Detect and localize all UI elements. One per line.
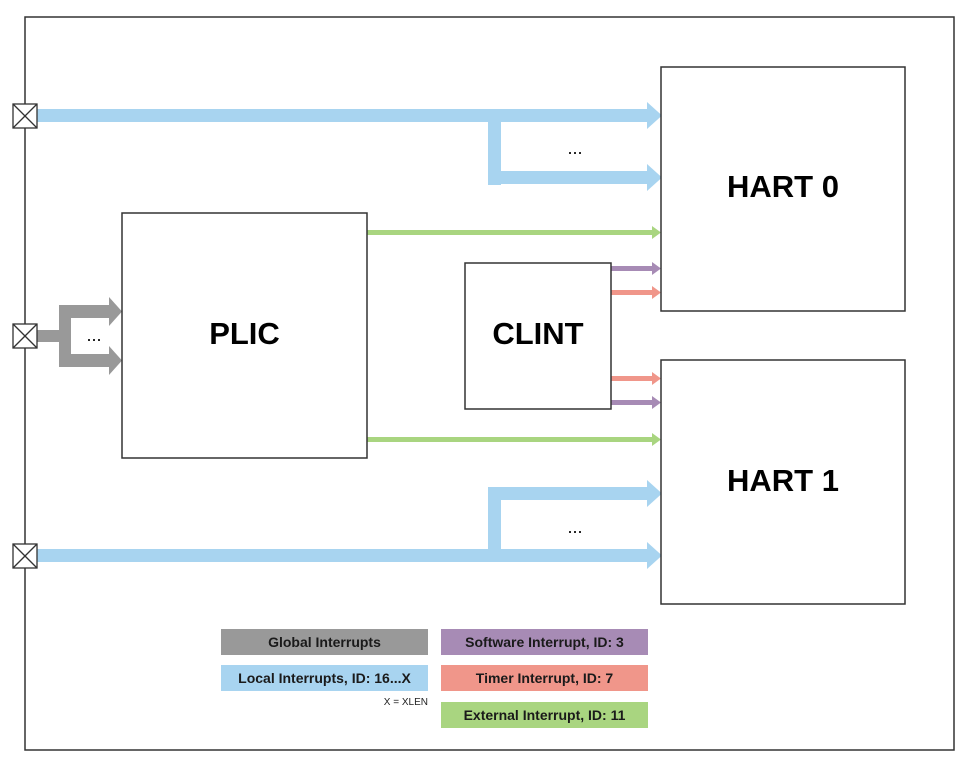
legend-global-swatch bbox=[221, 629, 428, 655]
local-interrupt-lines-hart0 bbox=[37, 102, 662, 191]
pad-local-hart1 bbox=[12, 543, 38, 569]
legend-software-swatch bbox=[441, 629, 648, 655]
plic-label: PLIC bbox=[209, 316, 280, 351]
software-interrupt-lines bbox=[611, 262, 661, 409]
hart1-block bbox=[660, 359, 906, 605]
legend-local-note: X = XLEN bbox=[384, 697, 428, 708]
legend-local-label: Local Interrupts, ID: 16...X bbox=[238, 670, 411, 686]
legend-global-label: Global Interrupts bbox=[268, 634, 381, 650]
legend-timer-swatch bbox=[441, 665, 648, 691]
legend-external-swatch bbox=[441, 702, 648, 728]
clint-block bbox=[464, 262, 612, 410]
global-ellipsis: ... bbox=[86, 325, 101, 345]
pad-global bbox=[12, 323, 38, 349]
external-interrupt-lines bbox=[367, 226, 661, 446]
hart1-local-ellipsis: ... bbox=[567, 517, 582, 537]
legend-software-label: Software Interrupt, ID: 3 bbox=[465, 634, 624, 650]
local-interrupt-lines-hart1 bbox=[37, 480, 662, 569]
hart0-local-ellipsis: ... bbox=[567, 138, 582, 158]
timer-interrupt-lines bbox=[611, 286, 661, 385]
hart0-label: HART 0 bbox=[727, 169, 839, 204]
hart0-block bbox=[660, 66, 906, 312]
plic-block bbox=[121, 212, 368, 459]
legend-local-swatch bbox=[221, 665, 428, 691]
clint-label: CLINT bbox=[492, 316, 583, 351]
legend-timer-label: Timer Interrupt, ID: 7 bbox=[476, 670, 614, 686]
legend: Global Interrupts Local Interrupts, ID: … bbox=[221, 629, 648, 728]
global-interrupt-lines bbox=[37, 297, 122, 375]
hart1-label: HART 1 bbox=[727, 463, 839, 498]
pad-local-hart0 bbox=[12, 103, 38, 129]
legend-external-label: External Interrupt, ID: 11 bbox=[464, 707, 626, 723]
